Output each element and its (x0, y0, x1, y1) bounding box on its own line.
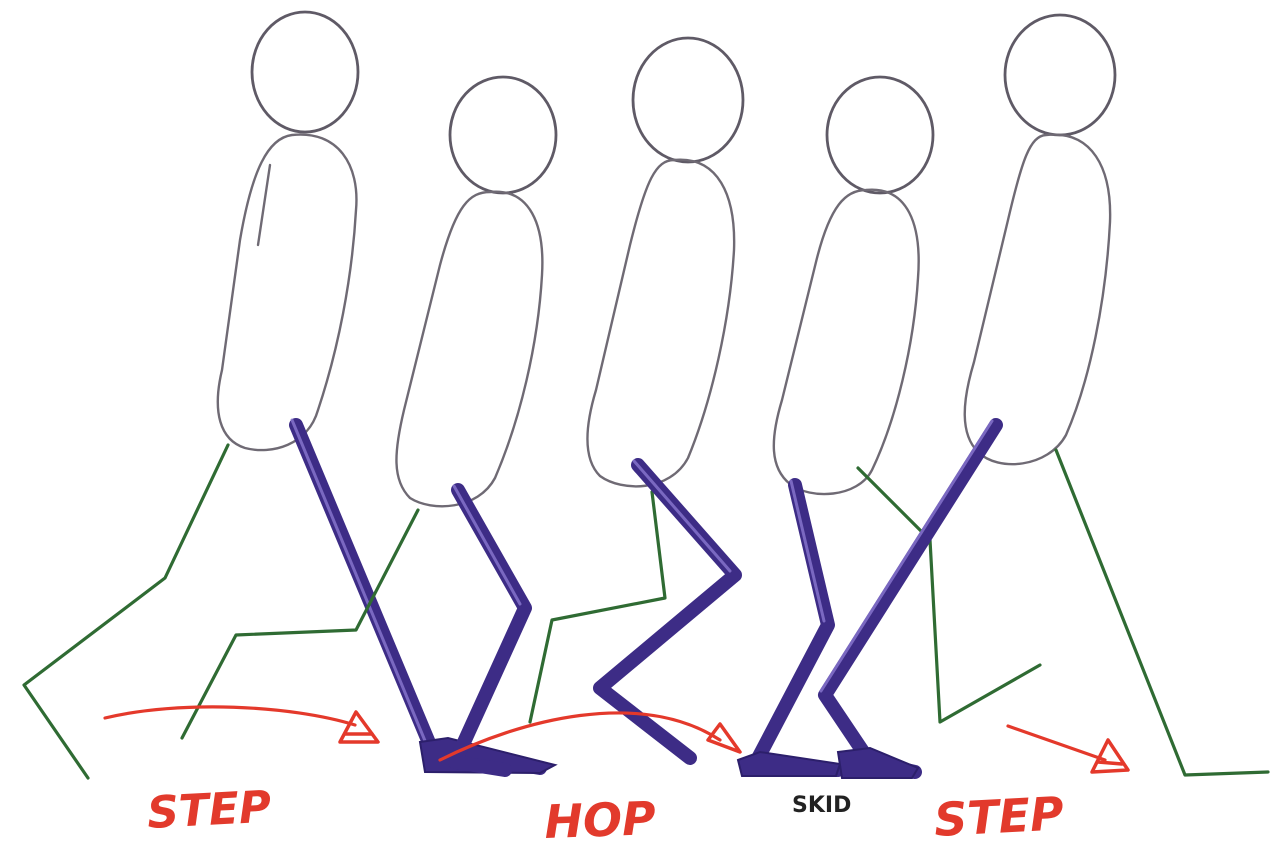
label-step-1: STEP (146, 782, 273, 839)
figure-5-torso (963, 133, 1112, 466)
arrowhead-3 (1090, 738, 1130, 774)
figure-4-head (825, 75, 935, 195)
label-skid: SKID (792, 793, 851, 818)
figure-3-head (631, 36, 745, 164)
figure-1-rear-leg (22, 443, 230, 780)
figure-1 (22, 10, 558, 780)
figure-5 (818, 13, 1270, 779)
figure-1-back-line (256, 163, 272, 247)
figure-2-torso (395, 190, 544, 508)
figure-4-front-foot (736, 750, 842, 777)
figure-5-head (1003, 13, 1117, 137)
label-hop: HOP (543, 791, 656, 847)
figure-2-front-leg (448, 483, 532, 777)
figure-4-rear-leg (856, 466, 1042, 724)
figure-3-torso (586, 158, 736, 488)
figure-4 (736, 75, 1042, 777)
motion-arc-1 (103, 705, 357, 727)
motion-line-3 (1006, 724, 1107, 762)
figure-4-torso (772, 188, 920, 496)
figure-3-rear-leg (528, 490, 667, 724)
figure-2-head (448, 75, 558, 195)
figure-1-head (250, 10, 360, 134)
figure-1-front-leg (289, 418, 547, 775)
arrowhead-1 (338, 710, 380, 744)
figure-2 (180, 75, 558, 777)
figure-4-front-leg (748, 478, 845, 777)
figure-1-torso (216, 133, 358, 452)
figure-5-rear-leg (1054, 448, 1270, 777)
figure-5-front-foot (836, 746, 920, 779)
figure-3 (528, 36, 745, 765)
motion-arc-2 (438, 711, 722, 762)
figure-5-front-leg (818, 418, 1003, 779)
motion-arrows (103, 705, 1130, 774)
arrowhead-2 (706, 722, 742, 754)
label-step-2: STEP (933, 786, 1066, 847)
figure-2-rear-leg (180, 508, 420, 740)
